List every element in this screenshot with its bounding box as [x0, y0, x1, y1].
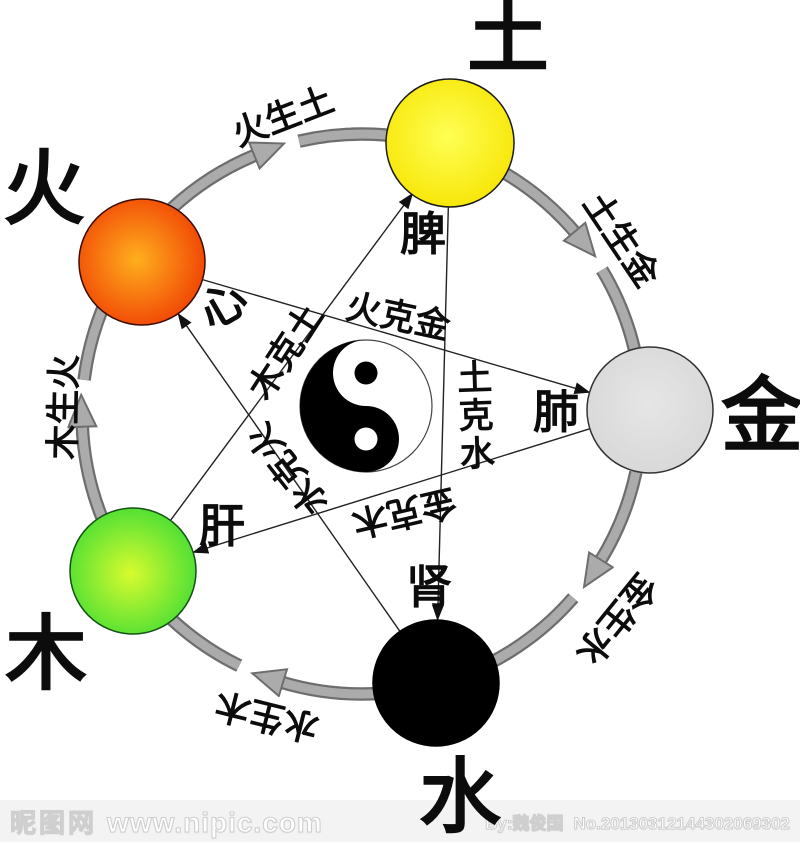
credit-author: By:魏俊国: [485, 813, 565, 833]
organ-label-spleen: 脾: [400, 207, 446, 261]
element-circle-wood: [69, 507, 197, 635]
element-circle-water: [372, 619, 500, 747]
element-label-earth: 土: [466, 0, 550, 83]
overcoming-line-wood-earth: [132, 192, 414, 572]
watermark-bar: 昵图网 www.nipic.com By:魏俊国 No.201303121443…: [0, 800, 800, 842]
generating-arc-water-wood: [280, 682, 377, 699]
generating-arc-wood-fire: [82, 424, 107, 521]
site-url: www.nipic.com: [106, 806, 323, 838]
overcoming-cycle-lines: [132, 142, 651, 684]
generating-label-wood-fire: 木生火: [42, 354, 86, 460]
overcoming-label-earth-water: 土克水: [450, 358, 496, 474]
generating-arc-earth-metal: [499, 167, 577, 235]
overcoming-line-earth-water: [431, 142, 451, 621]
element-label-wood: 木: [4, 609, 88, 700]
element-label-fire: 火: [2, 144, 86, 235]
organ-label-liver: 肝: [199, 499, 245, 553]
organ-label-kidney: 肾: [406, 560, 452, 614]
generating-arc-fire-earth: [167, 154, 257, 213]
watermark-credit: By:魏俊国 No.20130312144302069302: [485, 809, 791, 834]
generating-arc-metal-water: [599, 471, 641, 562]
site-logo: 昵图网: [9, 807, 98, 838]
element-label-metal: 金: [720, 371, 800, 462]
element-circles: [69, 78, 714, 747]
element-label-water: 水: [418, 752, 502, 843]
watermark-site: 昵图网 www.nipic.com: [9, 803, 323, 840]
organ-label-lung: 肺: [533, 385, 579, 439]
element-circle-earth: [385, 78, 515, 208]
overcoming-line-water-fire: [177, 312, 437, 684]
element-circle-fire: [78, 198, 206, 326]
taiji-yin-yang-icon: [299, 339, 433, 473]
element-circle-metal: [586, 346, 714, 474]
generating-cycle-ring: [82, 127, 649, 701]
credit-serial: No.20130312144302069302: [573, 813, 791, 833]
overcoming-line-fire-metal: [141, 261, 591, 394]
overcoming-line-metal-wood: [192, 409, 651, 554]
